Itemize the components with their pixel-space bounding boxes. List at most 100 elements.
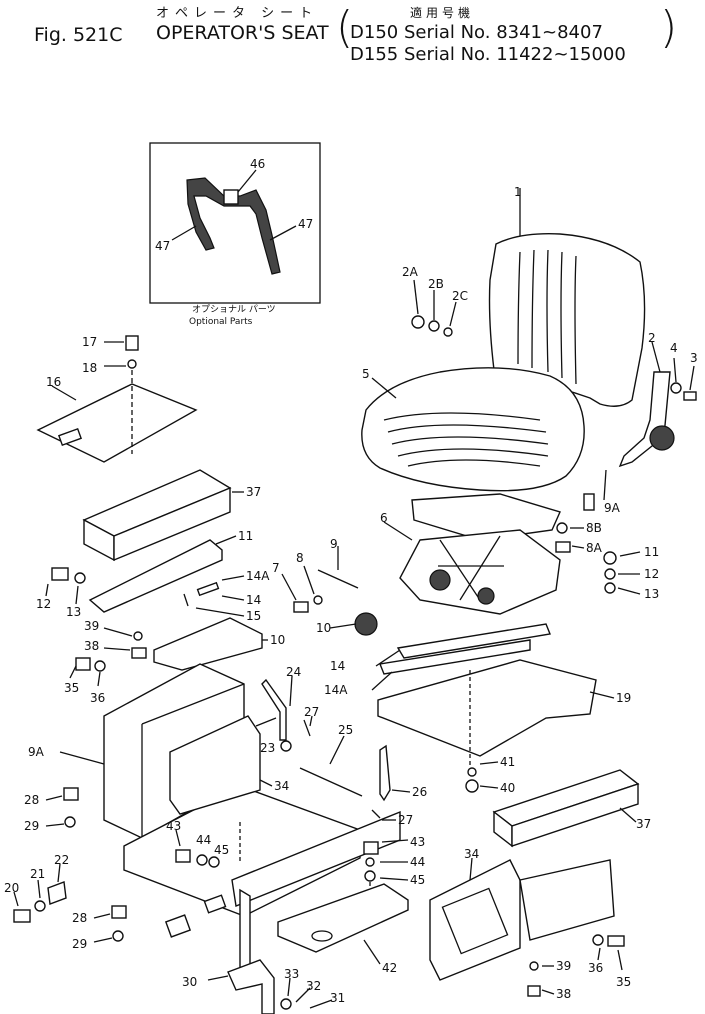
- callout-44-right: 37: [636, 817, 651, 831]
- knob-10: [354, 612, 378, 636]
- washer-51-left: [196, 854, 208, 866]
- bolt-18: [51, 567, 69, 581]
- serial-range-d150: D150 Serial No. 8341~8407: [350, 22, 603, 43]
- callout-12: 12: [644, 567, 659, 581]
- optional-parts-box: 46 47 47 オプショナル パーツ Optional Parts: [149, 142, 321, 327]
- callout-49: 42: [382, 961, 397, 975]
- seat-back: [488, 233, 646, 407]
- callout-27: 20: [4, 881, 19, 895]
- callout-11: 11: [644, 545, 659, 559]
- callout-47: 40: [500, 781, 515, 795]
- callout-35-lower: 28: [72, 911, 87, 925]
- callout-16: 10: [270, 633, 285, 647]
- callout-37: 30: [182, 975, 197, 989]
- callout-34-lower: 27: [398, 813, 413, 827]
- washer-25: [127, 359, 137, 369]
- bolt-50-left: [175, 849, 191, 863]
- callout-46-left: 39: [84, 619, 99, 633]
- washer-43: [592, 934, 604, 946]
- callout-42-left: 35: [64, 681, 79, 695]
- armrest-bracket-right: [519, 859, 615, 941]
- washer-46-left: [133, 631, 143, 641]
- figure-title: OPERATOR'S SEAT: [156, 22, 329, 44]
- callout-25: 18: [82, 361, 97, 375]
- callout-46-right: 39: [556, 959, 571, 973]
- callout-2b: 2B: [428, 277, 444, 291]
- callout-14a: 14A: [324, 683, 348, 697]
- callout-22: 15: [246, 609, 261, 623]
- bolt-27: [13, 909, 31, 923]
- callout-1: 1: [514, 185, 522, 199]
- callout-8: 6: [380, 511, 388, 525]
- callout-41-left: 34: [274, 779, 289, 793]
- bolt-35-lower: [111, 905, 127, 919]
- washer-40: [280, 998, 292, 1010]
- callout-21: 14A: [246, 569, 270, 583]
- callout-50-left: 43: [166, 819, 181, 833]
- adjust-knob: [429, 569, 451, 591]
- washer-36-lower: [112, 930, 124, 942]
- callout-6: 8A: [586, 541, 603, 555]
- bolt-50-right: [363, 841, 379, 855]
- washer-43-left: [94, 660, 106, 672]
- callout-54-right: 47: [298, 217, 313, 231]
- suspension-assembly: [399, 493, 561, 615]
- callout-34-upper: 27: [304, 705, 319, 719]
- pin-9a: [583, 493, 595, 511]
- slide-rail: [396, 623, 551, 659]
- recliner-bracket: [618, 371, 675, 468]
- slide-rail-a: [379, 639, 531, 675]
- base-plate: [377, 659, 597, 757]
- callout-2a: 2A: [402, 265, 419, 279]
- optional-box-frame: [149, 142, 321, 304]
- callout-52-right: 45: [410, 873, 425, 887]
- callout-29: 22: [54, 853, 69, 867]
- callout-13: 13: [644, 587, 659, 601]
- callout-9a: 9A: [604, 501, 621, 515]
- bolt-42-left: [75, 657, 91, 671]
- callout-8b: 8: [296, 551, 304, 565]
- washer-28: [34, 900, 46, 912]
- bolt-45: [527, 985, 541, 997]
- callout-5: 5: [362, 367, 370, 381]
- nut-2a: [411, 315, 425, 329]
- callout-36-upper: 29: [24, 819, 39, 833]
- callout-52-left: 45: [214, 843, 229, 857]
- left-bracket: (: [336, 2, 354, 53]
- bolt-42: [607, 935, 625, 947]
- seat-belt-drawing: [186, 177, 281, 275]
- serial-range-d155: D155 Serial No. 11422~15000: [350, 44, 626, 65]
- rod-32: [299, 767, 363, 797]
- callout-50-right: 43: [410, 835, 425, 849]
- callout-9: 9: [330, 537, 338, 551]
- bracket-37: [227, 959, 275, 1014]
- washer-12: [604, 568, 616, 580]
- callout-35-upper: 28: [24, 793, 39, 807]
- plate-16: [153, 617, 263, 671]
- callout-2c: 2C: [452, 289, 468, 303]
- washer-4: [670, 382, 682, 394]
- bracket-29: [47, 881, 67, 905]
- callout-45-right: 38: [556, 987, 571, 1001]
- japanese-title: オペレータ シート: [156, 6, 319, 21]
- lever-33: [379, 744, 391, 802]
- callout-26: 19: [616, 691, 631, 705]
- callout-28: 21: [30, 867, 45, 881]
- optional-caption: Optional Parts: [189, 317, 253, 327]
- washer-51-right: [365, 857, 375, 867]
- washer-30: [280, 740, 292, 752]
- callout-44-left: 37: [246, 485, 261, 499]
- armrest-pad-left: [169, 715, 261, 815]
- optional-caption-jp: オプショナル パーツ: [192, 304, 276, 315]
- washer-46: [529, 961, 539, 971]
- applicable-models-jp: 適用号機: [410, 6, 475, 20]
- callout-2: 2: [648, 331, 656, 345]
- callout-51-right: 44: [410, 855, 425, 869]
- washer-2c: [443, 327, 453, 337]
- callout-54-left: 47: [155, 239, 170, 253]
- clip-right: [203, 894, 227, 914]
- callout-10: 10: [316, 621, 331, 635]
- washer-48: [467, 767, 477, 777]
- seat-cushion: [361, 367, 585, 492]
